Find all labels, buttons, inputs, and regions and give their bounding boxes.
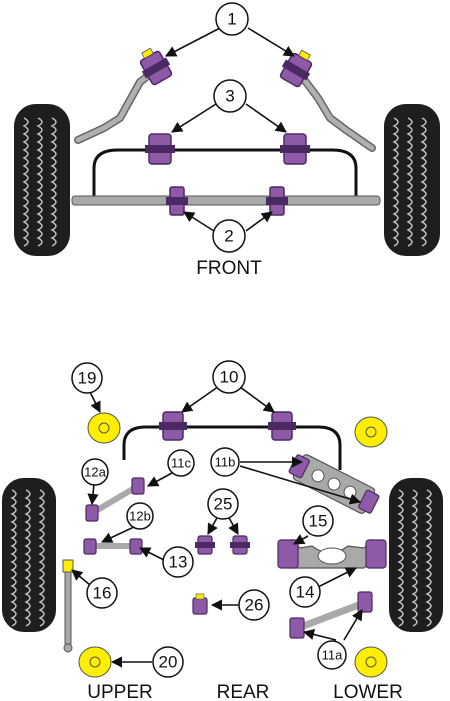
callout-1-label: 1 xyxy=(227,10,236,29)
bush-25-left xyxy=(195,535,215,555)
callout-25-label: 25 xyxy=(214,495,233,514)
callout-14-label: 14 xyxy=(296,583,315,602)
rear-caption: REAR xyxy=(217,682,270,701)
bump-stop-20 xyxy=(78,646,112,678)
bush-1-right xyxy=(279,49,313,88)
callout-19: 19 xyxy=(71,362,103,394)
callout-12a: 12a xyxy=(81,458,109,486)
callout-20: 20 xyxy=(152,646,184,678)
bush-2-right xyxy=(266,186,288,216)
front-anti-roll-bar xyxy=(92,148,358,197)
callout-2-label: 2 xyxy=(224,227,233,246)
rear-anti-roll-bar xyxy=(122,425,342,470)
callout-10: 10 xyxy=(212,360,246,394)
front-left-tyre xyxy=(14,104,70,256)
callout-26-label: 26 xyxy=(245,596,264,615)
callout-11a: 11a xyxy=(317,640,347,670)
rear-left-tyre xyxy=(2,478,56,632)
bush-2-left xyxy=(166,186,188,216)
rear-assembly: 10 19 12a 11c 12b 13 16 20 xyxy=(2,360,443,701)
bump-stop-top-right xyxy=(354,416,388,448)
callout-10-label: 10 xyxy=(220,368,239,387)
front-crossmember xyxy=(71,195,381,206)
bush-10-left xyxy=(159,411,187,441)
callout-25: 25 xyxy=(207,488,239,520)
callout-12b: 12b xyxy=(126,502,154,530)
callout-12a-label: 12a xyxy=(84,465,106,480)
callout-11c: 11c xyxy=(167,449,195,477)
bush-25-right xyxy=(230,535,250,555)
callout-15-label: 15 xyxy=(309,512,328,531)
callout-19-label: 19 xyxy=(78,369,97,388)
callout-14: 14 xyxy=(289,576,321,608)
callout-16: 16 xyxy=(86,577,118,609)
bump-stop-19 xyxy=(87,412,121,444)
bush-1-left xyxy=(139,47,173,86)
upper-caption: UPPER xyxy=(87,682,152,701)
bush-3-left xyxy=(145,133,175,165)
callout-16-label: 16 xyxy=(93,584,112,603)
upper-arm-12a xyxy=(85,477,145,522)
rear-right-tyre xyxy=(389,478,443,632)
callout-1: 1 xyxy=(215,2,249,36)
callout-15: 15 xyxy=(302,505,334,537)
callout-11c-label: 11c xyxy=(171,456,191,471)
lower-caption: LOWER xyxy=(333,682,403,701)
lower-arm-14 xyxy=(277,538,387,569)
bush-3-right xyxy=(280,133,310,165)
callout-13: 13 xyxy=(162,546,194,578)
callout-11a-label: 11a xyxy=(322,648,343,663)
bump-stop-bottom-right xyxy=(354,646,388,678)
callout-12b-label: 12b xyxy=(129,509,151,524)
shock-absorber-16 xyxy=(62,559,74,653)
callout-20-label: 20 xyxy=(159,653,178,672)
callout-13-label: 13 xyxy=(169,553,188,572)
front-assembly: 1 3 2 FRONT xyxy=(14,2,440,279)
callout-3: 3 xyxy=(213,79,247,113)
callout-3-label: 3 xyxy=(225,87,234,106)
bush-26 xyxy=(192,593,208,615)
bush-10-right xyxy=(268,411,296,441)
upper-arm-12b xyxy=(83,538,143,555)
callout-11b-label: 11b xyxy=(215,455,236,470)
front-right-tyre xyxy=(384,104,440,256)
front-caption: FRONT xyxy=(196,258,262,279)
callout-11b: 11b xyxy=(210,447,240,477)
callout-2: 2 xyxy=(212,219,246,253)
callout-26: 26 xyxy=(238,589,270,621)
lower-link-11a xyxy=(289,591,373,639)
